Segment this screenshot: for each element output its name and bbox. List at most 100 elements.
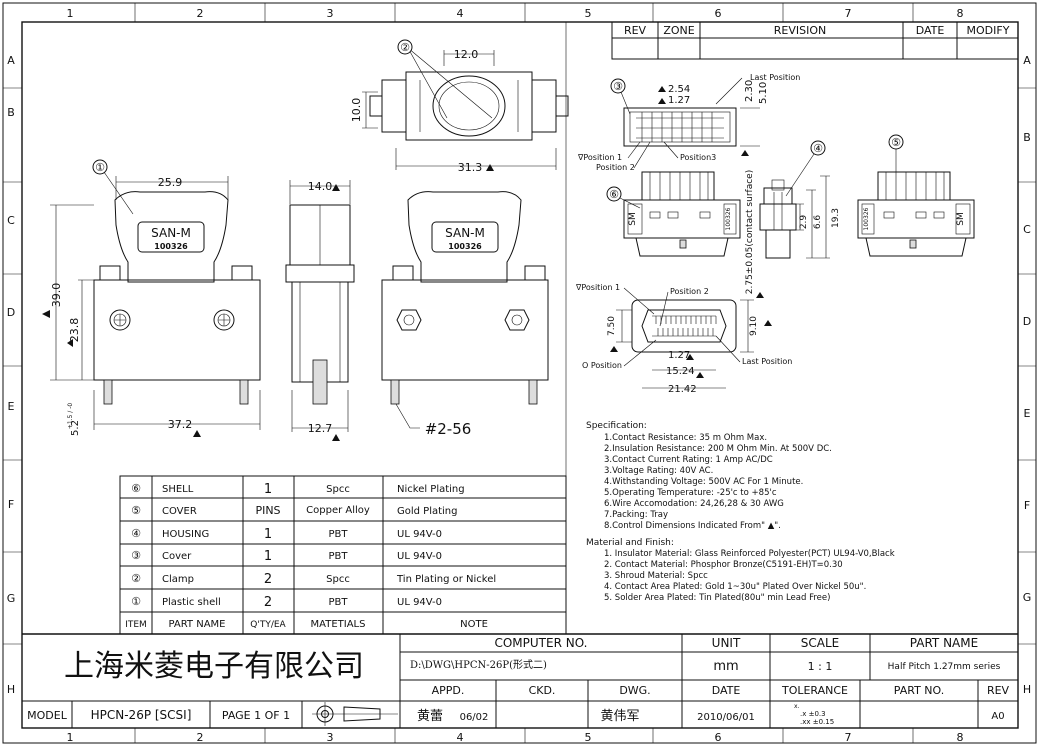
col-label: 3 <box>327 731 334 744</box>
date-label: DATE <box>712 684 741 697</box>
bom-item: ③ <box>131 549 141 562</box>
last-position-face: Last Position <box>742 357 792 366</box>
dim-top-height: 10.0 <box>350 98 363 123</box>
dim-top-width: 12.0 <box>454 48 479 61</box>
zone-header: ZONE <box>663 24 694 37</box>
appd-label: APPD. <box>432 684 465 697</box>
title-block: 上海米菱电子有限公司 COMPUTER NO. D:\DWG\HPCN-26P(… <box>22 633 1018 728</box>
callout-6: ⑥ <box>609 188 619 201</box>
back-label: SAN-M <box>445 226 485 240</box>
col-label: 4 <box>457 7 464 20</box>
dim-d1: 2.54 <box>668 84 690 95</box>
row-label: E <box>1024 407 1031 420</box>
dim-front-top: 25.9 <box>158 176 183 189</box>
scale-value: 1 : 1 <box>808 660 833 673</box>
revision-header: REVISION <box>774 24 826 37</box>
materials-block: Material and Finish: 1. Insulator Materi… <box>586 538 895 603</box>
bom-item: ④ <box>131 527 141 540</box>
callout-4: ④ <box>813 142 823 155</box>
tol-xxx: .xx ±0.15 <box>800 718 834 726</box>
position3-top: Position3 <box>680 153 716 162</box>
col-label: 2 <box>197 731 204 744</box>
bom-qty: PINS <box>255 504 280 517</box>
spec-item: 1.Contact Resistance: 35 m Ohm Max. <box>604 433 767 443</box>
screw-label: #2-56 <box>425 420 472 438</box>
spec-heading: Specification: <box>586 421 647 431</box>
dim-mid-d2: 6.6 <box>813 215 823 230</box>
front-view: SAN-M 100326 ① 25.9 39.0 23.8 37.2 5.2 +… <box>42 159 261 437</box>
inner-frame <box>21 21 1019 729</box>
dim-face-d1: 1.27 <box>668 350 690 361</box>
col-label: 6 <box>715 7 722 20</box>
callout-2: ② <box>400 41 410 54</box>
row-label: C <box>7 214 15 227</box>
bom-material: PBT <box>329 551 349 562</box>
dim-front-bottom: 37.2 <box>168 418 193 431</box>
bom-item: ② <box>131 572 141 585</box>
dim-face-d3: 21.42 <box>668 384 697 395</box>
dim-face-width: 9.10 <box>749 316 759 336</box>
top-view: ② 12.0 10.0 31.3 <box>350 39 569 174</box>
back-part-no: 100326 <box>448 242 482 251</box>
col-label: 1 <box>67 731 74 744</box>
bom-part-name: Cover <box>162 551 192 562</box>
material-item: 4. Contact Area Plated: Gold 1~30u" Plat… <box>604 582 866 592</box>
col-label: 2 <box>197 7 204 20</box>
row-label: F <box>1024 499 1030 512</box>
page-value: PAGE 1 OF 1 <box>222 709 290 722</box>
rev-label: REV <box>987 684 1010 697</box>
row-label: A <box>1023 54 1031 67</box>
spec-item: 7.Packing: Tray <box>604 510 668 520</box>
material-item: 5. Solder Area Plated: Tin Plated(80u" m… <box>604 593 830 603</box>
ckd-label: CKD. <box>529 684 556 697</box>
dim-side-bottom: 12.7 <box>308 422 333 435</box>
bom-note: Gold Plating <box>397 506 458 517</box>
bom-material: Spcc <box>326 484 350 495</box>
col-label: 6 <box>715 731 722 744</box>
dim-top-length: 31.3 <box>458 161 483 174</box>
dim-front-mid: 23.8 <box>68 318 81 343</box>
callout-5: ⑤ <box>891 136 901 149</box>
bom-table: ⑥ SHELL 1 Spcc Nickel Plating ⑤ COVER PI… <box>119 475 567 635</box>
bom-qty: 1 <box>264 482 272 497</box>
o-position-face: O Position <box>582 361 622 370</box>
bom-item: ⑤ <box>131 504 141 517</box>
dwg-label: DWG. <box>619 684 650 697</box>
position1-face: ∇Position 1 <box>575 283 620 292</box>
unit-label: UNIT <box>712 636 741 650</box>
model-label: MODEL <box>27 709 68 722</box>
date-header: DATE <box>916 24 945 37</box>
bom-item: ① <box>131 595 141 608</box>
col-label: 5 <box>585 731 592 744</box>
dim-front-pin: 5.2 <box>70 420 81 436</box>
computer-no: D:\DWG\HPCN-26P(形式二) <box>410 658 547 671</box>
callout-1: ① <box>95 161 105 174</box>
dim-face-height: 7.50 <box>607 316 617 336</box>
material-item: 1. Insulator Material: Glass Reinforced … <box>604 549 895 559</box>
bom-header: PART NAME <box>168 619 225 630</box>
detail-right-view: 100326 SM ⑤ <box>857 134 975 257</box>
detail-left-view: SM 100326 ⑥ <box>606 171 741 257</box>
bom-note: UL 94V-0 <box>397 529 442 540</box>
tol-x: x. <box>794 703 800 710</box>
sm-right: SM <box>956 212 966 225</box>
bom-part-name: COVER <box>162 506 197 517</box>
detail-top-view: ③ 2.54 1.27 Last Position 2.30 5.10 ∇Pos… <box>577 73 800 172</box>
bom-part-name: Clamp <box>162 574 194 585</box>
part-name-value: Half Pitch 1.27mm series <box>888 662 1001 672</box>
spec-item: 3.Contact Current Rating: 1 Amp AC/DC <box>604 455 773 465</box>
projection-symbol-icon <box>312 702 398 726</box>
scale-label: SCALE <box>801 636 839 650</box>
row-label: H <box>1023 683 1031 696</box>
dim-d3: 2.30 <box>744 80 755 102</box>
rev-value: A0 <box>991 711 1004 722</box>
bom-item: ⑥ <box>131 482 141 495</box>
control-mark <box>486 164 494 171</box>
bom-header: MATETIALS <box>311 619 366 630</box>
bom-header: ITEM <box>125 620 147 630</box>
bom-note: UL 94V-0 <box>397 597 442 608</box>
appd-date: 06/02 <box>460 712 489 723</box>
dim-mid-d1: 2.9 <box>799 215 809 230</box>
col-label: 5 <box>585 7 592 20</box>
